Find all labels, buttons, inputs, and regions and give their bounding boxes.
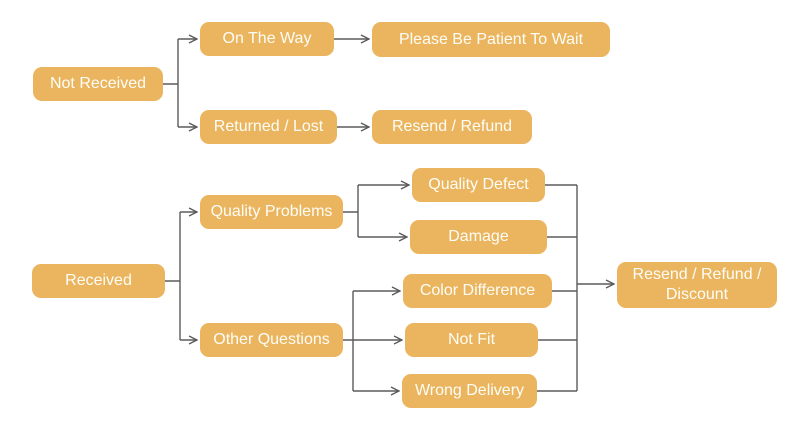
node-on-the-way: On The Way	[200, 22, 334, 56]
node-other-questions: Other Questions	[200, 323, 343, 357]
node-not-fit: Not Fit	[405, 323, 538, 357]
node-quality-problems: Quality Problems	[200, 195, 343, 229]
node-color-difference: Color Difference	[403, 274, 552, 308]
node-not-received: Not Received	[33, 67, 163, 101]
node-received: Received	[32, 264, 165, 298]
node-wrong-delivery: Wrong Delivery	[402, 374, 537, 408]
node-resend-refund-discount: Resend / Refund / Discount	[617, 262, 777, 308]
node-please-be-patient-to-wait: Please Be Patient To Wait	[372, 22, 610, 57]
node-returned-lost: Returned / Lost	[200, 110, 337, 144]
node-damage: Damage	[410, 220, 547, 254]
node-resend-refund: Resend / Refund	[372, 110, 532, 144]
node-quality-defect: Quality Defect	[412, 168, 545, 202]
